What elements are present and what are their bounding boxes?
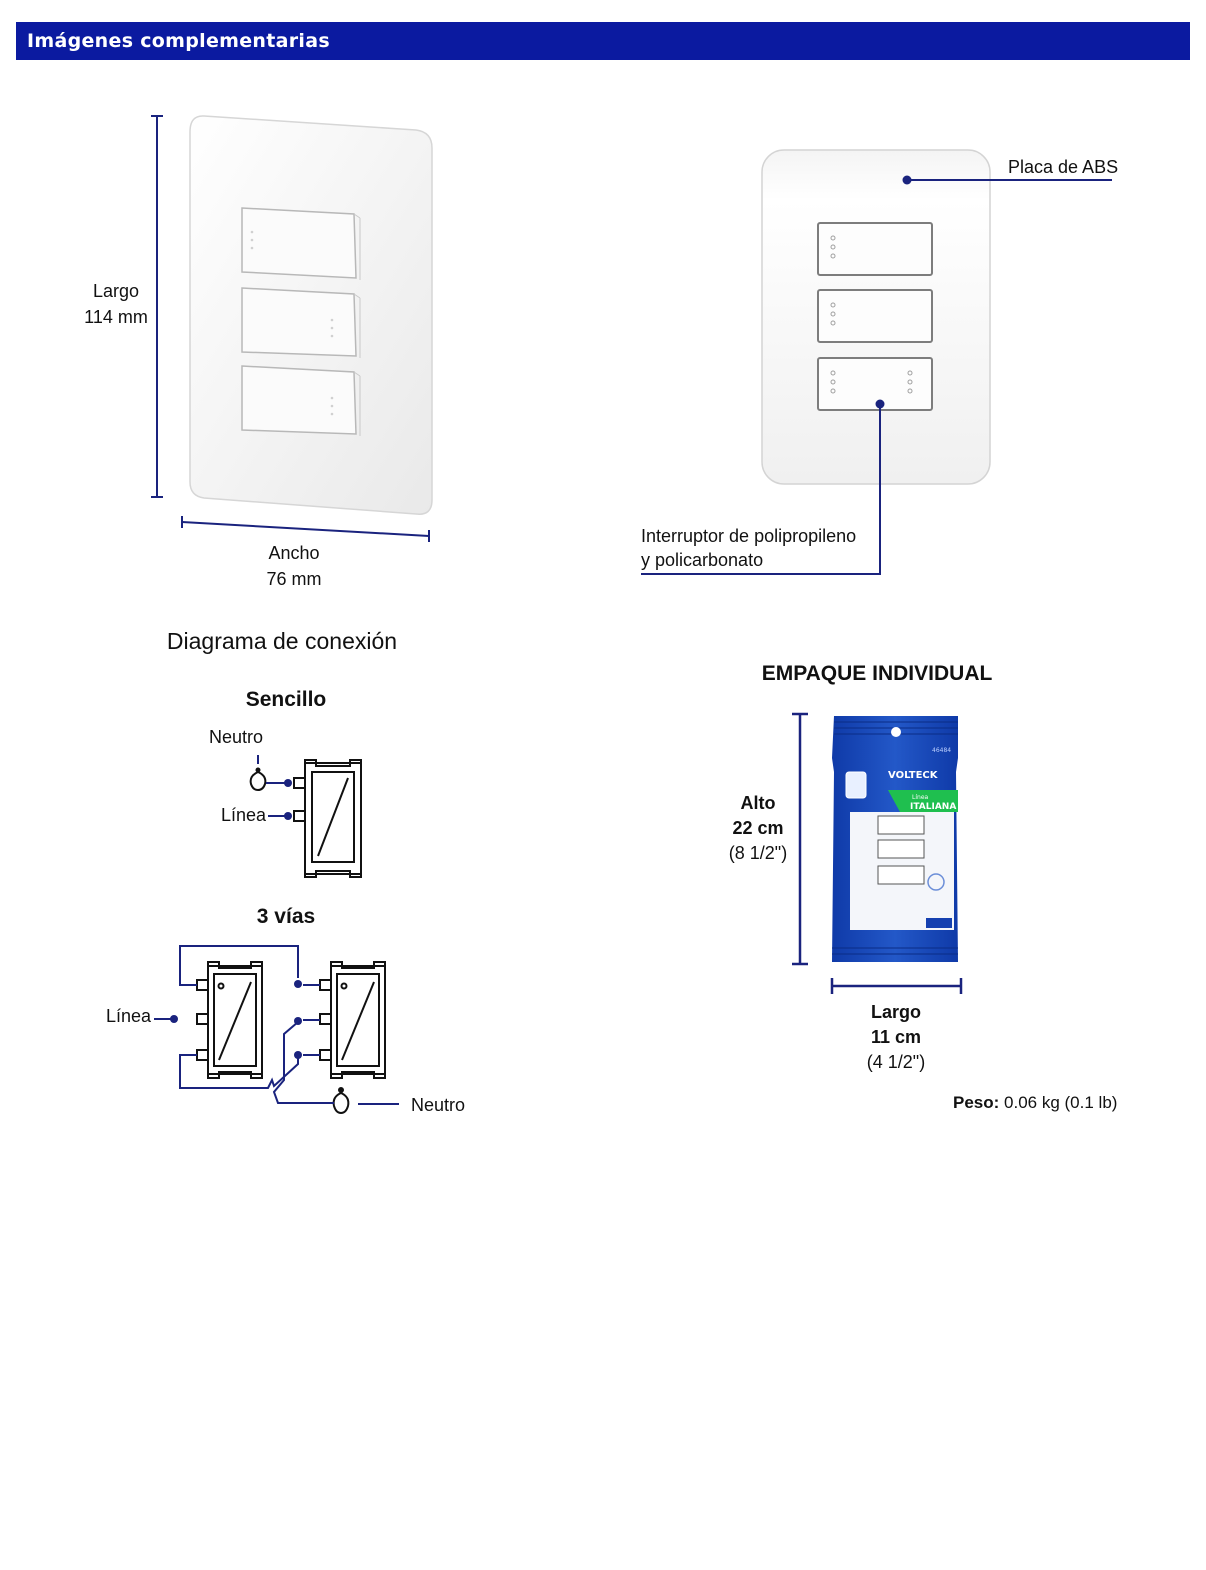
single-diagram-title: Sencillo (245, 688, 327, 711)
wall-plate-front-image (761, 149, 991, 485)
package-line-name: ITALIANA (910, 802, 956, 812)
weight-label: Peso: (953, 1093, 1000, 1112)
three-way-diagram-title: 3 vías (256, 905, 316, 928)
package-height-label: Alto (740, 793, 776, 813)
plate-callout-label: Placa de ABS (1008, 157, 1119, 177)
package-width-inches: (4 1/2") (866, 1052, 926, 1072)
wall-plate-perspective-image (189, 115, 433, 515)
package-width-label: Largo (870, 1002, 921, 1022)
width-value: 76 mm (266, 569, 322, 589)
package-code: 46484 (932, 747, 951, 754)
switch-callout-line2: y policarbonato (641, 550, 764, 570)
single-line-label: Línea (221, 805, 267, 825)
height-value: 114 mm (84, 307, 148, 327)
package-height-value: 22 cm (732, 818, 784, 838)
single-neutral-label: Neutro (209, 727, 264, 747)
three-way-neutral-label: Neutro (411, 1095, 466, 1115)
package-height-inches: (8 1/2") (728, 843, 788, 863)
package-width-value: 11 cm (870, 1027, 922, 1047)
height-label: Largo (92, 281, 140, 301)
switch-callout-line1: Interruptor de polipropileno (641, 526, 857, 546)
package-brand: VOLTECK (888, 770, 939, 781)
weight-value: 0.06 kg (0.1 lb) (1004, 1093, 1118, 1112)
three-way-line-label: Línea (106, 1006, 152, 1026)
diagram-title: Diagrama de conexión (166, 628, 398, 654)
package-title: EMPAQUE INDIVIDUAL (761, 662, 993, 685)
width-label: Ancho (268, 543, 320, 563)
package-image: 46484 VOLTECK Línea ITALIANA (832, 716, 958, 962)
package-line-label: Línea (912, 794, 929, 801)
section-header: Imágenes complementarias (16, 22, 1190, 60)
